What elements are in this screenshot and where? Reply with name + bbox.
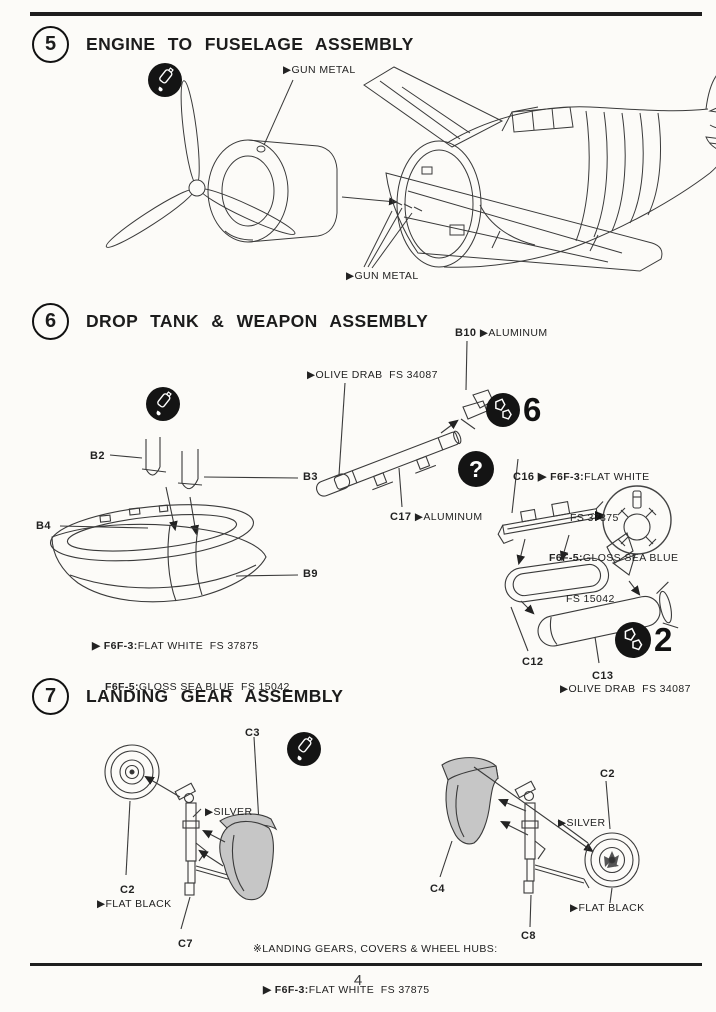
section-5-number: 5 (32, 26, 69, 63)
label-leaders (439, 780, 613, 928)
sway-brace-b3 (177, 449, 203, 490)
part-label-c12: C12 (522, 656, 544, 668)
label-leaders (510, 606, 600, 664)
tank-paint-note-line2: F6F-5:GLOSS SEA BLUE FS 15042 (105, 680, 290, 693)
part-label-c2-right: C2 (600, 768, 615, 780)
gear-strut-c7 (174, 782, 248, 896)
quantity-6: 6 (523, 391, 542, 428)
paint-label-flat-black-right: ▶FLAT BLACK (570, 902, 645, 914)
paint-label-gun-metal-top: ▶GUN METAL (283, 64, 356, 76)
tank-lower-hull-b9 (51, 523, 267, 603)
paint-label-gun-metal-bottom: ▶GUN METAL (346, 270, 419, 282)
gear-note-line2: ▶ F6F-3:FLAT WHITE FS 37875 (263, 983, 430, 996)
part-label-b3: B3 (303, 471, 318, 483)
sprue-parts-icon (615, 622, 651, 658)
section-7-number: 7 (32, 678, 69, 715)
gear-note-head: ※LANDING GEARS, COVERS & WHEEL HUBS: (253, 943, 498, 955)
engine-cowling (207, 139, 338, 243)
c16-note-line2: FS 37875 (570, 511, 619, 524)
cement-icon (287, 732, 321, 766)
section-6-header: 6 DROP TANK & WEAPON ASSEMBLY (32, 303, 428, 340)
sprue-parts-icon-art (495, 398, 512, 420)
label-leaders (59, 454, 299, 577)
section-7-header: 7 LANDING GEAR ASSEMBLY (32, 678, 343, 715)
gear-strut-c8 (514, 780, 590, 894)
sprue-parts-icon-art (624, 627, 643, 651)
bomb-c13 (537, 581, 679, 647)
section-6-number: 6 (32, 303, 69, 340)
stabilizers (705, 107, 716, 150)
gear-cover-c4 (441, 757, 499, 845)
tank-paint-note-line1: ▶ F6F-3:FLAT WHITE FS 37875 (92, 640, 259, 652)
canopy (501, 106, 574, 133)
propeller (105, 80, 296, 248)
paint-marker-icon: ▶ (92, 640, 104, 652)
quantity-2: 2 (654, 621, 673, 658)
bottom-rule (30, 963, 702, 966)
drop-tank-illustration (49, 437, 299, 603)
cement-icon (148, 63, 182, 97)
section-5-title: ENGINE TO FUSELAGE ASSEMBLY (86, 34, 414, 54)
part-label-c13: C13 (592, 670, 614, 682)
label-leaders (338, 382, 403, 508)
page-number: 4 (353, 972, 363, 989)
paint-label-olive-drab-rocket: ▶OLIVE DRAB FS 34087 (307, 369, 438, 381)
part-label-b2: B2 (90, 450, 105, 462)
top-rule (30, 12, 702, 16)
sway-brace-b2 (141, 437, 167, 476)
part-label-c2-left: C2 (120, 884, 135, 896)
wheel-c2-right (584, 832, 640, 888)
fuselage (443, 75, 716, 268)
fuselage-front (396, 140, 482, 268)
port-wing (363, 66, 504, 148)
section-5-header: 5 ENGINE TO FUSELAGE ASSEMBLY (32, 26, 414, 63)
left-landing-gear-illustration (104, 736, 278, 930)
section-6-title: DROP TANK & WEAPON ASSEMBLY (86, 311, 429, 331)
part-label-c7: C7 (178, 938, 193, 950)
rocket-illustration (315, 340, 494, 508)
part-label-b10: B10 ▶ALUMINUM (455, 327, 548, 339)
cement-icon-art (156, 391, 172, 416)
tank-paint-note: ▶ F6F-3:FLAT WHITE FS 37875 F6F-5:GLOSS … (92, 613, 290, 721)
tank-upper-plate-b4 (49, 504, 255, 562)
paint-label-silver-right: ▶SILVER (558, 817, 606, 829)
bomb-rack-illustration (497, 458, 679, 664)
part-label-c4: C4 (430, 883, 445, 895)
leader-lines (256, 79, 413, 269)
part-label-c8: C8 (521, 930, 536, 942)
right-landing-gear-illustration (439, 757, 640, 928)
label-leaders (125, 800, 202, 930)
gear-cover-c3 (219, 813, 278, 901)
cement-icon-art (297, 736, 313, 761)
sprue-parts-icon (486, 393, 520, 427)
question-icon: ? (458, 451, 494, 487)
c16-note-line4: FS 15042 (566, 592, 615, 605)
part-label-c17: C17 ▶ALUMINUM (390, 511, 483, 523)
part-label-b9: B9 (303, 568, 318, 580)
paint-marker-icon: ▶ (263, 983, 275, 996)
part-label-b4: B4 (36, 520, 51, 532)
paint-label-flat-black-left: ▶FLAT BLACK (97, 898, 172, 910)
landing-gear-paint-note: ※LANDING GEARS, COVERS & WHEEL HUBS: ▶ F… (253, 916, 498, 1012)
starboard-wing (385, 172, 663, 272)
c16-note-line3: F6F-5:GLOSS SEA BLUE (549, 552, 679, 564)
wheel-c2 (104, 744, 160, 800)
part-label-c3: C3 (245, 727, 260, 739)
aircraft-assembly-illustration (105, 66, 716, 272)
paint-label-silver-left: ▶SILVER (205, 806, 253, 818)
rocket-tube-c17 (315, 430, 462, 497)
magnifier-detail (602, 485, 672, 555)
bomb-fins (606, 532, 636, 576)
cement-icon (146, 387, 180, 421)
cement-icon-art (158, 67, 174, 92)
paint-label-olive-drab-bomb: ▶OLIVE DRAB FS 34087 (560, 683, 691, 695)
section-7-title: LANDING GEAR ASSEMBLY (86, 686, 344, 706)
c16-note-line1: C16 ▶ F6F-3:FLAT WHITE (513, 471, 650, 483)
c16-paint-note: C16 ▶ F6F-3:FLAT WHITE FS 37875 F6F-5:GL… (513, 444, 678, 633)
sway-fairing-c12 (504, 557, 610, 603)
